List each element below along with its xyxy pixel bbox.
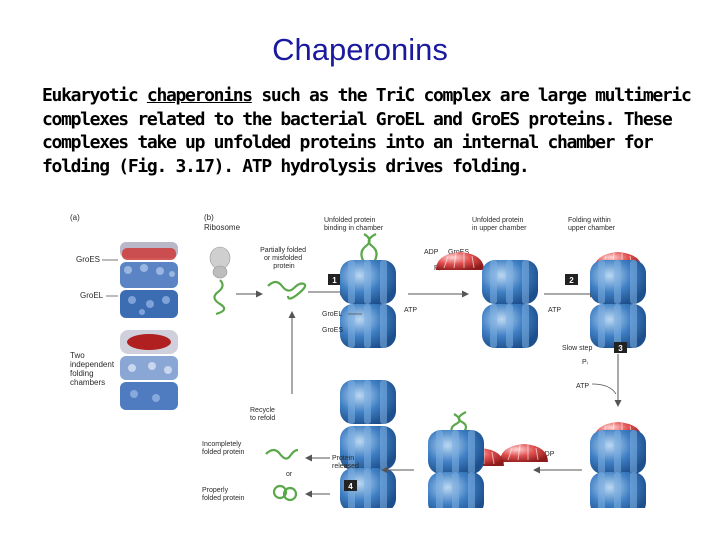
slow-step-label: Slow step — [562, 345, 592, 352]
properly-line-2: folded protein — [202, 495, 245, 502]
step-4-box — [344, 480, 357, 491]
step-1-box — [328, 274, 341, 285]
nascent-chain — [213, 279, 226, 316]
ribosome-icon — [209, 246, 231, 279]
groes-label: GroES — [76, 255, 100, 264]
groel-ring-upper-1 — [340, 260, 396, 304]
panel-b-label: (b) — [204, 213, 214, 222]
body-text-start: Eukaryotic — [42, 85, 147, 106]
crystal-structure-bottom — [120, 330, 178, 410]
groel-ring-upper-2 — [482, 260, 538, 304]
slide-body-text: Eukaryotic chaperonins such as the TriC … — [42, 84, 692, 178]
partially-folded-label: Partially folded or misfolded protein — [260, 247, 308, 270]
incompletely-line-1: Incompletely — [202, 441, 242, 448]
atp-label-2: ATP — [548, 307, 561, 314]
body-text-rest: such as the TriC complex are large multi… — [42, 85, 692, 177]
atp-pointer — [591, 383, 617, 395]
groel-ring-lower-4 — [590, 472, 646, 508]
properly-line-1: Properly — [202, 487, 229, 494]
two-chambers-line-3: folding — [70, 369, 94, 378]
groes-cap-free — [435, 251, 485, 271]
step-2-box — [565, 274, 578, 285]
unfolded-binding-line-2: binding in chamber — [324, 225, 384, 232]
chaperonin-figure: (a) GroES GroEL Two independent folding … — [70, 213, 646, 508]
two-chambers-line-2: independent — [70, 360, 115, 369]
adp-bottom-label: ADP — [540, 451, 555, 458]
step-1-number: 1 — [332, 276, 337, 285]
groes-cap-released — [499, 443, 549, 463]
groel-mid-label: GroEL — [322, 311, 342, 318]
protein-released-label: Protein released — [332, 455, 359, 470]
groel-ring-upper-5 — [428, 430, 484, 474]
pi-label-2: Pᵢ — [582, 359, 588, 366]
groel-ring-lower-2 — [482, 304, 538, 348]
folding-within-line-2: upper chamber — [568, 225, 616, 232]
partially-folded-line-1: Partially folded — [260, 247, 306, 254]
two-chambers-label: Two independent folding chambers — [70, 351, 116, 387]
partially-folded-line-2: or misfolded — [264, 255, 302, 262]
incompletely-label: Incompletely folded protein — [202, 441, 245, 456]
properly-label: Properly folded protein — [202, 487, 245, 502]
groel-ring-upper-3 — [590, 260, 646, 304]
adp-label: ADP — [424, 249, 439, 256]
groel-ring-lower-5 — [428, 472, 484, 508]
slide-title: Chaperonins — [272, 32, 448, 67]
groes-mid-label: GroES — [322, 327, 343, 334]
ribosome-label: Ribosome — [204, 223, 241, 232]
recycle-line-2: to refold — [250, 415, 275, 422]
incompletely-line-2: folded protein — [202, 449, 245, 456]
unfolded-upper-label: Unfolded protein in upper chamber — [472, 217, 527, 232]
unfolded-upper-line-1: Unfolded protein — [472, 217, 523, 224]
step-3-box — [614, 342, 627, 353]
folding-within-label: Folding within upper chamber — [568, 217, 616, 232]
folding-within-line-1: Folding within — [568, 217, 611, 224]
two-chambers-line-1: Two — [70, 351, 85, 360]
step-3-number: 3 — [618, 344, 623, 353]
groel-ring-upper-6 — [340, 380, 396, 424]
atp-label-3: ATP — [576, 383, 589, 390]
panel-a-label: (a) — [70, 213, 80, 222]
protein-released-line-2: released — [332, 463, 359, 470]
two-chambers-line-4: chambers — [70, 378, 105, 387]
groel-ring-lower-1 — [340, 304, 396, 348]
partially-folded-line-3: protein — [273, 263, 295, 270]
misfolded-protein — [267, 280, 307, 300]
groel-ring-lower-3 — [590, 304, 646, 348]
unfolded-binding-label: Unfolded protein binding in chamber — [324, 217, 384, 232]
chaperonins-link[interactable]: chaperonins — [146, 85, 253, 106]
or-label: or — [286, 471, 293, 478]
crystal-structure-top — [120, 242, 178, 318]
protein-released-line-1: Protein — [332, 455, 354, 462]
groel-label: GroEL — [80, 291, 104, 300]
properly-folded-protein — [272, 484, 298, 502]
step-4-number: 4 — [348, 482, 353, 491]
recycle-label: Recycle to refold — [250, 407, 277, 422]
unfolded-upper-line-2: in upper chamber — [472, 225, 527, 232]
unfolded-binding-line-1: Unfolded protein — [324, 217, 375, 224]
incompletely-folded-protein — [265, 448, 299, 460]
recycle-line-1: Recycle — [250, 407, 275, 414]
step-2-number: 2 — [569, 276, 574, 285]
unfolded-protein-entering — [360, 233, 378, 263]
atp-label-1: ATP — [404, 307, 417, 314]
groel-ring-upper-4 — [590, 430, 646, 474]
